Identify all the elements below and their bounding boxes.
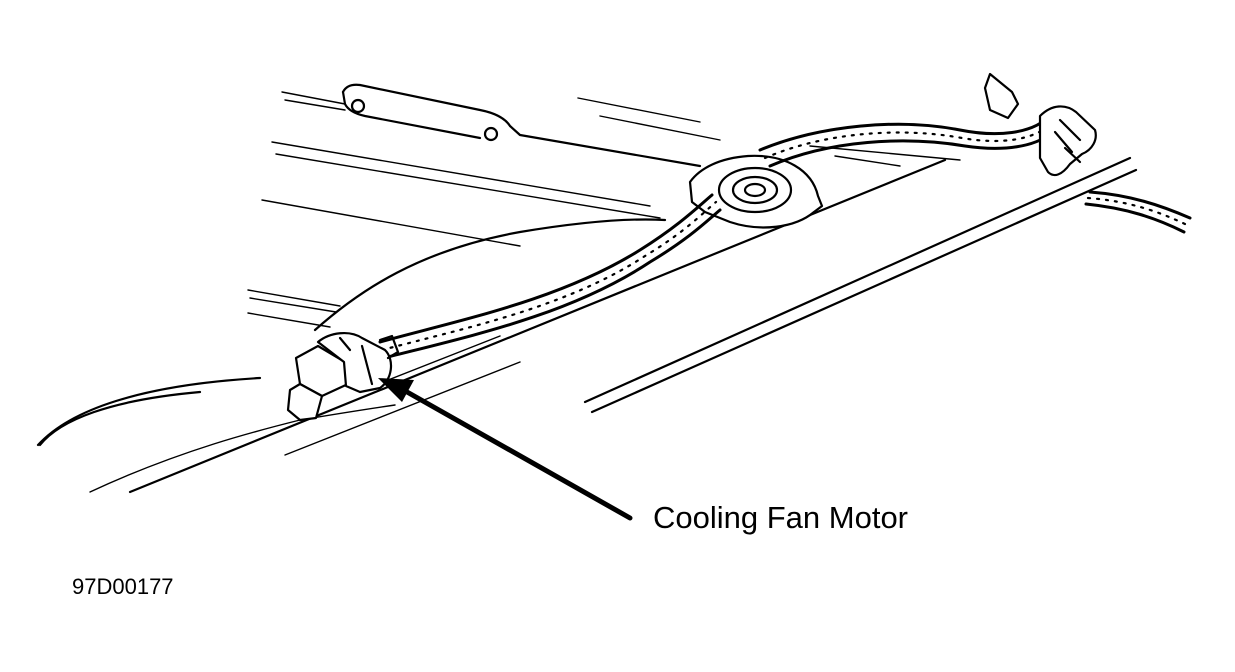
figure-id: 97D00177 [72, 574, 174, 599]
harness-connector-icon [983, 72, 1097, 177]
callout-label: Cooling Fan Motor [653, 500, 909, 535]
cooling-fan-motor-connector [286, 332, 400, 422]
support-rails [128, 156, 1138, 494]
wire-harness [378, 118, 1192, 360]
radiator-support-lines [247, 83, 961, 328]
radiator-cap-icon [688, 154, 824, 229]
arrow-icon [378, 378, 633, 521]
